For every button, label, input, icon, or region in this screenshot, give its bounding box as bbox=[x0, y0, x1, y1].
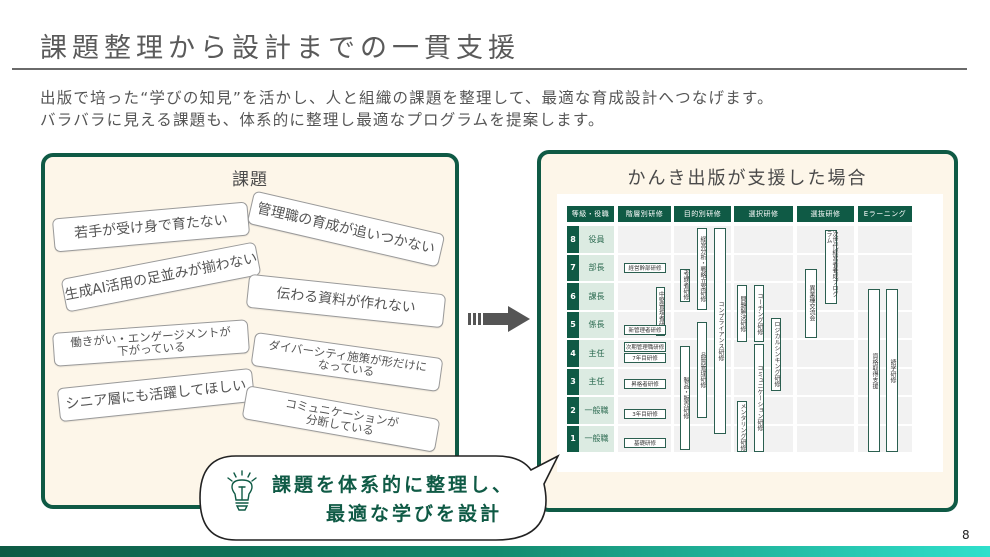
grade-role: 主任 bbox=[579, 368, 614, 395]
program-box: 考課者研修 bbox=[680, 268, 690, 302]
table-header-5: Eラーニング bbox=[858, 206, 912, 222]
table-cell bbox=[858, 283, 912, 310]
grade-number: 5 bbox=[567, 311, 579, 338]
table-cell bbox=[734, 226, 793, 253]
table-header-1: 階層別研修 bbox=[618, 206, 671, 222]
program-box: 製品・販売研修 bbox=[680, 346, 690, 450]
program-box: 経営分析・戦略立案研修 bbox=[697, 228, 707, 310]
program-box: 資格取得支援 bbox=[868, 289, 880, 452]
table-cell bbox=[858, 226, 912, 253]
grade-number: 2 bbox=[567, 397, 579, 424]
program-box: 新管理者研修 bbox=[624, 324, 666, 335]
program-box: コミュニケーション研修 bbox=[754, 344, 764, 452]
title-divider bbox=[12, 68, 967, 70]
table-cell bbox=[858, 368, 912, 395]
program-box: 基礎研修 bbox=[624, 437, 666, 448]
grade-role: 一般職 bbox=[579, 397, 614, 424]
right-arrow-icon bbox=[468, 306, 530, 332]
page-number: 8 bbox=[962, 528, 970, 542]
grade-role: 課長 bbox=[579, 283, 614, 310]
grade-number: 3 bbox=[567, 368, 579, 395]
table-cell bbox=[797, 397, 854, 424]
program-box: 経営幹部研修 bbox=[624, 262, 666, 273]
table-cell bbox=[797, 425, 854, 452]
program-box: 異業種交流会 bbox=[805, 268, 817, 338]
callout-bubble bbox=[199, 454, 560, 541]
grade-role: 一般職 bbox=[579, 425, 614, 452]
support-panel-title: かんき出版が支援した場合 bbox=[627, 168, 868, 189]
table-header-3: 選択研修 bbox=[734, 206, 793, 222]
page-title: 課題整理から設計までの一貫支援 bbox=[40, 33, 520, 64]
program-box: コンプライアンス研修 bbox=[714, 228, 726, 434]
issues-panel-title: 課題 bbox=[232, 170, 268, 190]
grade-role: 主任 bbox=[579, 340, 614, 367]
grade-role: 役員 bbox=[579, 226, 614, 253]
table-cell bbox=[858, 425, 912, 452]
grade-number: 6 bbox=[567, 283, 579, 310]
grade-number: 4 bbox=[567, 340, 579, 367]
grade-number: 8 bbox=[567, 226, 579, 253]
table-cell bbox=[618, 226, 671, 253]
subtitle-line-1: 出版で培った“学びの知見”を活かし、人と組織の課題を整理して、最適な育成設計へつ… bbox=[40, 89, 774, 107]
table-header-4: 選抜研修 bbox=[797, 206, 854, 222]
grade-number: 1 bbox=[567, 425, 579, 452]
subtitle-line-2: バラバラに見える課題も、体系的に整理し最適なプログラムを提案します。 bbox=[40, 111, 605, 129]
table-cell bbox=[858, 340, 912, 367]
program-box: 次期管理職研修 bbox=[624, 342, 666, 352]
program-box: ロジカルシンキング研修 bbox=[771, 317, 781, 391]
grade-role: 部長 bbox=[579, 254, 614, 281]
table-cell bbox=[734, 254, 793, 281]
table-cell bbox=[797, 340, 854, 367]
table-header-2: 目的別研修 bbox=[674, 206, 731, 222]
program-box: 語学研修 bbox=[886, 289, 898, 452]
program-box: コーチング研修 bbox=[754, 285, 764, 342]
table-cell bbox=[797, 368, 854, 395]
program-box: 中堅管理者研修 bbox=[656, 287, 665, 336]
program-box: 昇格者研修 bbox=[624, 378, 666, 389]
program-box: 問題解決研修 bbox=[737, 285, 747, 342]
program-box: 3年目研修 bbox=[624, 409, 666, 419]
program-box: 7年目研修 bbox=[624, 353, 666, 363]
program-box: 品質管理研修 bbox=[697, 321, 707, 418]
grade-role: 係長 bbox=[579, 311, 614, 338]
table-cell bbox=[858, 311, 912, 338]
grade-number: 7 bbox=[567, 254, 579, 281]
program-box: メンタリング研修 bbox=[737, 401, 747, 452]
program-box: 次世代経営者養成プログラム bbox=[825, 230, 838, 304]
footer-bar bbox=[0, 546, 990, 557]
callout-line-2: 最適な学びを設計 bbox=[326, 503, 503, 525]
lightbulb-icon bbox=[227, 470, 257, 511]
callout-line-1: 課題を体系的に整理し、 bbox=[272, 474, 515, 496]
table-cell bbox=[858, 254, 912, 281]
table-header-0: 等級・役職 bbox=[567, 206, 614, 222]
table-cell bbox=[858, 397, 912, 424]
